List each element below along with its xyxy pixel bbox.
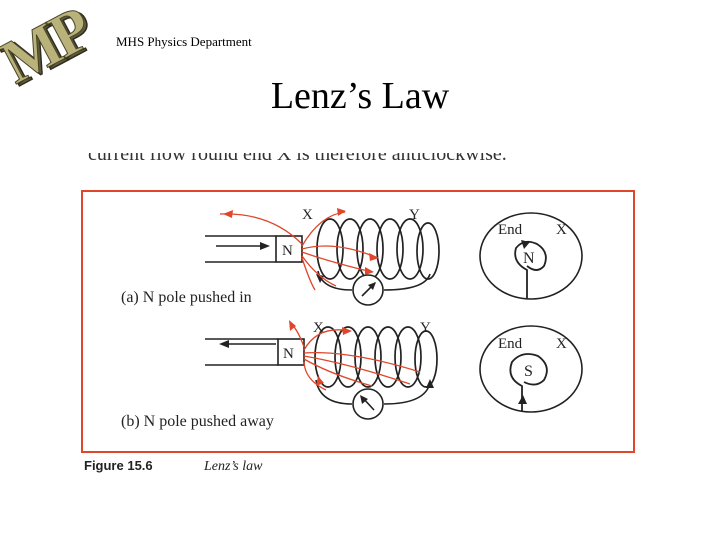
coil-b (314, 326, 438, 388)
label-y-a: Y (409, 207, 420, 223)
svg-text:X: X (556, 336, 567, 352)
end-view-b (479, 325, 583, 413)
figure-caption-title: Lenz’s law (203, 459, 263, 474)
panel-b: N X Y (121, 320, 583, 430)
mp-logo: MP MP (0, 6, 100, 99)
motion-arrow-a (260, 242, 270, 250)
panel-a: N X Y (121, 207, 583, 306)
department-label: MHS Physics Department (116, 34, 252, 49)
label-y-b: Y (420, 320, 431, 336)
coil-a (316, 218, 440, 280)
label-x-b: X (313, 320, 324, 336)
svg-text:End: End (498, 336, 523, 352)
label-x-a: X (302, 207, 313, 223)
magnet-b (277, 338, 305, 366)
end-symbol-b: S (524, 363, 533, 380)
pole-label-a: N (282, 243, 293, 259)
svg-text:X: X (556, 222, 567, 238)
figure-frame (81, 190, 635, 453)
caption-a: (a) N pole pushed in (121, 289, 252, 306)
slide-title: Lenz’s Law (270, 75, 450, 117)
pole-label-b: N (283, 346, 294, 362)
caption-b: (b) N pole pushed away (121, 413, 274, 430)
motion-arrow-b (219, 340, 229, 348)
figure-number: Figure 15.6 (84, 458, 153, 473)
end-view-a (479, 212, 583, 300)
svg-text:End: End (498, 222, 523, 238)
end-symbol-a: N (523, 250, 535, 267)
